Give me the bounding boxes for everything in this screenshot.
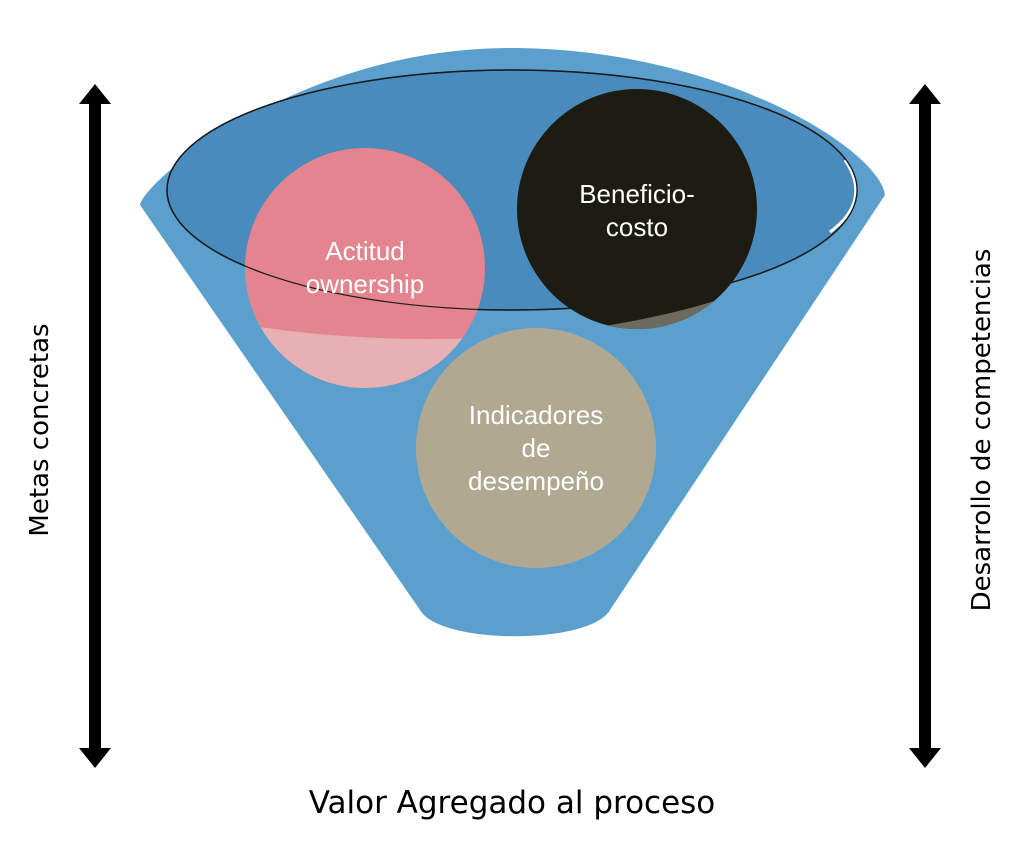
beneficio-label-line1: Beneficio- [579, 179, 695, 209]
circle-actitud [245, 148, 485, 388]
indicadores-label-line2: de [522, 433, 551, 463]
left-double-arrow [79, 84, 111, 768]
right-axis-label: Desarrollo de competencias [967, 249, 997, 612]
actitud-label-line2: ownership [306, 269, 425, 299]
indicadores-label-line1: Indicadores [469, 400, 603, 430]
circle-beneficio [517, 89, 757, 329]
left-axis-label: Metas concretas [25, 323, 55, 536]
actitud-label-line1: Actitud [325, 236, 405, 266]
circle-indicadores [416, 328, 656, 568]
bottom-label: Valor Agregado al proceso [309, 785, 716, 821]
funnel-rim-highlight [829, 159, 858, 234]
funnel-mouth-outline [166, 69, 858, 311]
right-double-arrow [909, 84, 941, 768]
indicadores-label-line3: desempeño [468, 466, 604, 496]
beneficio-label-line2: costo [606, 212, 668, 242]
